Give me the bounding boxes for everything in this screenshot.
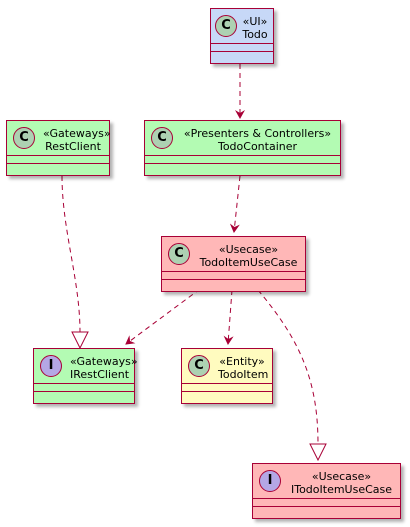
class-name: RestClient <box>45 140 101 153</box>
edge-todocontainer-to-usecase <box>229 175 241 233</box>
stereotype-label: «Gateways» <box>70 355 138 368</box>
interface-icon: I <box>40 355 62 377</box>
class-name: TodoItemUseCase <box>199 256 298 269</box>
stereotype-label: «Presenters & Controllers» <box>183 127 332 140</box>
class-icon: C <box>188 355 210 377</box>
methods-section <box>253 506 400 514</box>
class-name: Todo <box>242 28 268 41</box>
stereotype-label: «Usecase» <box>218 243 279 256</box>
methods-section <box>162 279 305 287</box>
stereotype-label: «Entity» <box>219 355 265 368</box>
class-icon: C <box>151 127 173 149</box>
class-todoitem[interactable]: C «Entity» TodoItem <box>181 348 273 404</box>
interface-name: IRestClient <box>70 368 130 381</box>
class-restclient[interactable]: C «Gateways» RestClient <box>6 120 111 176</box>
class-todocontainer[interactable]: C «Presenters & Controllers» TodoContain… <box>144 120 341 176</box>
edge-restclient-realizes-irestclient <box>61 175 81 333</box>
fields-section <box>34 383 134 391</box>
methods-section <box>7 163 109 171</box>
realization-head-irestclient <box>71 331 89 350</box>
edge-usecase-to-irestclient <box>125 288 201 345</box>
fields-section <box>211 43 273 51</box>
interface-irestclient[interactable]: I «Gateways» IRestClient <box>33 348 138 404</box>
fields-section <box>162 271 305 279</box>
interface-itodoitemusecase[interactable]: I «Usecase» ITodoItemUseCase <box>252 463 401 519</box>
class-icon: C <box>13 127 35 149</box>
edge-usecase-to-todoitem <box>223 289 234 345</box>
edge-usecase-realizes-itodoitemusecase <box>257 289 319 445</box>
methods-section <box>34 391 134 399</box>
stereotype-label: «UI» <box>242 15 268 28</box>
class-icon: C <box>168 243 190 265</box>
fields-section <box>253 498 400 506</box>
stereotype-label: «Gateways» <box>43 127 111 140</box>
class-name: TodoContainer <box>217 140 298 153</box>
interface-name: ITodoItemUseCase <box>290 483 393 496</box>
fields-section <box>7 155 109 163</box>
class-todo[interactable]: C «UI» Todo <box>210 8 274 64</box>
realization-head-itodoitemusecase <box>309 443 327 462</box>
methods-section <box>211 51 273 59</box>
stereotype-label: «Usecase» <box>311 470 372 483</box>
class-name: TodoItem <box>218 368 269 381</box>
interface-icon: I <box>259 470 281 492</box>
fields-section <box>182 383 272 391</box>
class-icon: C <box>215 15 237 37</box>
methods-section <box>145 163 340 171</box>
class-todoitemusecase[interactable]: C «Usecase» TodoItemUseCase <box>161 236 306 292</box>
methods-section <box>182 391 272 399</box>
fields-section <box>145 155 340 163</box>
